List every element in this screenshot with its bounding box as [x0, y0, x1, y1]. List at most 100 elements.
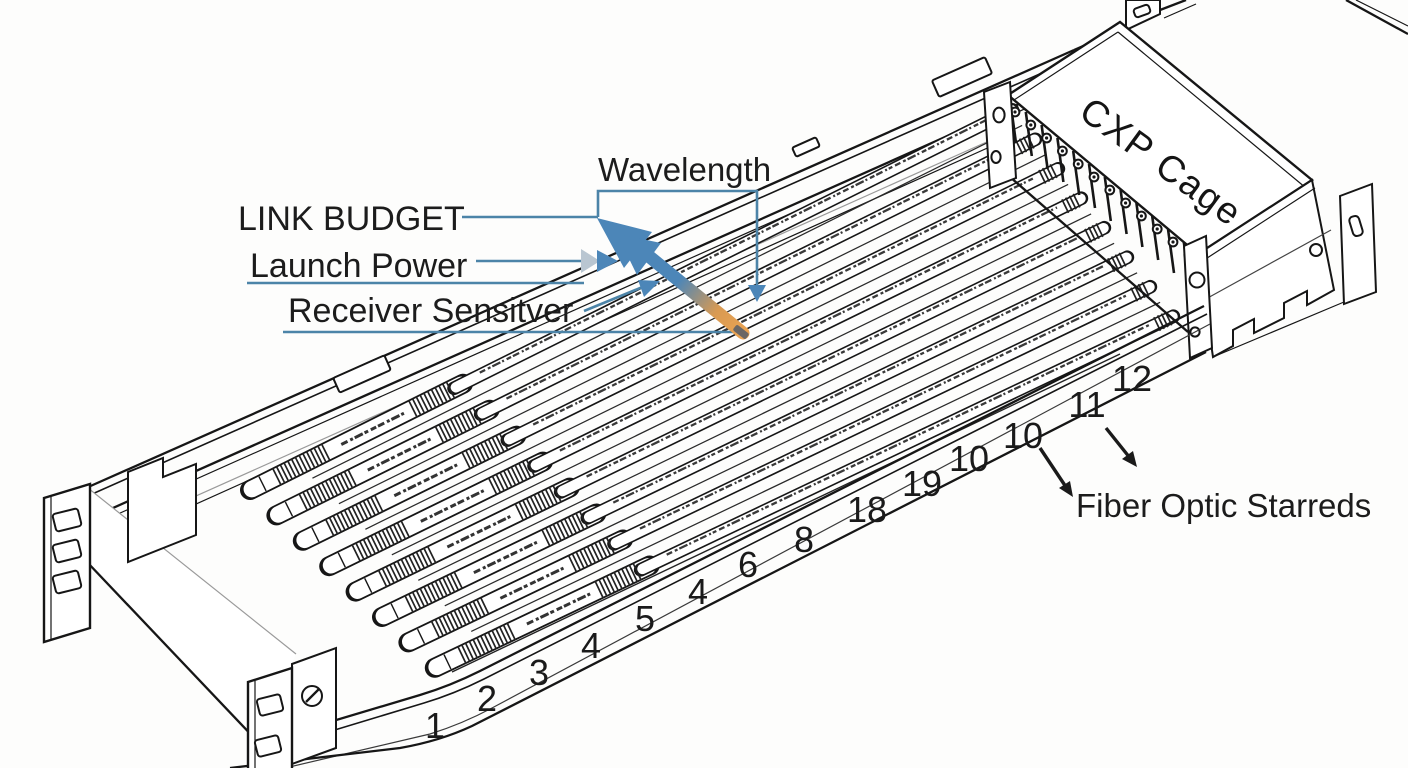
connector-rib — [298, 493, 309, 511]
receiver-callout-line — [583, 284, 646, 313]
floor-front-line — [451, 353, 1121, 673]
connector-rib — [358, 540, 369, 559]
cage-fin — [1135, 202, 1144, 248]
connector-rib — [529, 495, 540, 514]
connector-rib — [1072, 193, 1081, 208]
connector-rib — [302, 491, 313, 510]
rack-ear-hole — [51, 507, 83, 533]
fiber-cable — [372, 250, 1135, 627]
connector-rib — [460, 412, 471, 431]
connector-rib — [491, 436, 502, 455]
connector-rib — [464, 642, 475, 661]
connector-rib — [479, 596, 490, 615]
connector-rib — [437, 384, 448, 403]
connector-rib — [548, 525, 559, 544]
connector-rib — [415, 551, 426, 570]
connector-rib — [441, 576, 452, 595]
connector-rib — [620, 567, 631, 586]
connector-rib — [358, 501, 369, 520]
connector-rib — [487, 477, 498, 496]
connector-rib — [567, 516, 578, 535]
strand-arrow-line — [1038, 447, 1068, 488]
connector-rib — [544, 527, 555, 545]
connector-rib — [275, 465, 286, 484]
connector-rib — [521, 499, 532, 518]
connector-rib — [571, 514, 582, 533]
connector-rib — [525, 458, 536, 477]
connector-rib — [442, 421, 452, 440]
fiber-number-label: 12 — [1112, 358, 1152, 399]
connector-rib — [449, 418, 460, 437]
cage-front-top-line — [1200, 187, 1316, 263]
connector-rib — [1133, 285, 1142, 300]
cage-fin — [1071, 150, 1081, 196]
connector-rib — [430, 620, 441, 639]
connector-rib — [571, 552, 582, 571]
connector-rib — [552, 523, 563, 542]
connector-rib — [354, 503, 365, 522]
strand-arrows: Fiber Optic Starreds — [1038, 426, 1371, 524]
rail-jog-tab — [791, 136, 821, 158]
connector-rib — [347, 468, 358, 487]
front-panel — [229, 304, 1211, 768]
connector-rib — [305, 489, 316, 508]
cage-top-rim — [1013, 31, 1119, 101]
connector-rib — [1118, 252, 1127, 267]
connector-rib — [339, 472, 350, 491]
connector-rib — [605, 536, 616, 555]
rack-ear-hole — [51, 538, 83, 564]
connector-rib — [426, 545, 437, 564]
connector-rib — [498, 432, 509, 451]
connector-rib — [540, 490, 551, 509]
connector-rib — [286, 460, 297, 478]
connector-rib — [411, 398, 422, 416]
connector-rib — [336, 513, 346, 531]
fiber-cable — [424, 309, 1181, 678]
front-bottom-edge — [229, 350, 1207, 768]
cage-post-hole-large — [1188, 271, 1206, 289]
connector-rib — [415, 396, 426, 414]
connector-rib — [332, 476, 343, 495]
connector-rib — [502, 624, 513, 643]
connector-rib — [457, 414, 468, 433]
fiber-cable — [240, 102, 1020, 500]
back-rail-outer-edge-2 — [89, 56, 1079, 496]
connector-rib — [404, 556, 414, 575]
connector-rib — [441, 383, 452, 401]
connector-rib — [495, 434, 505, 453]
connector-rib — [449, 573, 460, 591]
fiber-cables — [240, 102, 1181, 678]
fiber-number-label: 8 — [794, 519, 814, 560]
arrow-down-right-icon — [1122, 451, 1137, 467]
connector-rib — [472, 600, 482, 619]
fiber-number-label: 6 — [738, 544, 758, 585]
cage-right-ear — [1338, 182, 1378, 306]
cage-fin — [1040, 124, 1049, 170]
connector-rib — [598, 578, 608, 597]
link-budget-label: LINK BUDGET — [238, 200, 465, 238]
connector-rib — [445, 574, 456, 593]
connector-rib — [301, 452, 312, 471]
cage-front-groove — [1203, 229, 1332, 301]
connector-rib — [324, 480, 335, 498]
cage-left-flange — [982, 80, 1018, 190]
connector-rib — [449, 611, 460, 630]
connector-rib — [419, 394, 430, 413]
cage-fin — [1024, 111, 1034, 157]
connector-rib — [460, 605, 471, 624]
connector-rib — [313, 485, 324, 504]
connector-rib — [487, 631, 498, 650]
connector-rib — [544, 488, 555, 507]
connector-rib — [601, 577, 612, 595]
connector-rib — [476, 598, 486, 617]
connector-rib — [1049, 164, 1058, 179]
connector-rib — [578, 510, 589, 529]
fiber-number-label: 3 — [529, 652, 549, 693]
connector-rib — [407, 554, 418, 573]
connector-rib — [309, 487, 320, 506]
connector-rib — [434, 618, 445, 637]
connector-rib — [464, 410, 475, 429]
connector-rib — [404, 595, 414, 613]
connector-rib — [510, 466, 521, 485]
